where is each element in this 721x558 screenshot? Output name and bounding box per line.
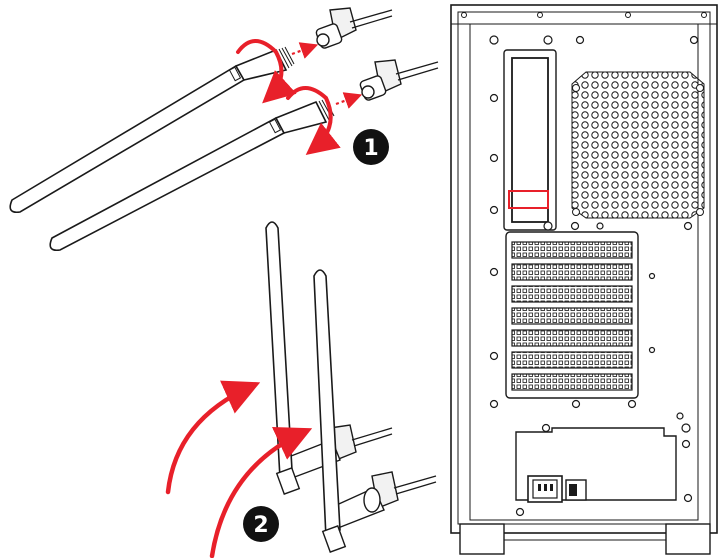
case-screw bbox=[489, 35, 699, 231]
io-shield-area bbox=[503, 49, 557, 231]
insert-arrow-icon bbox=[291, 42, 363, 109]
case-foot bbox=[459, 523, 505, 555]
bend-up-arrow-icon bbox=[165, 380, 313, 558]
antenna-icon bbox=[9, 46, 295, 214]
antenna-connector-icon bbox=[315, 7, 393, 49]
step-2-badge: 2 bbox=[243, 506, 279, 542]
power-switch-icon bbox=[565, 479, 587, 501]
antenna-port-highlight bbox=[508, 190, 549, 209]
step-1-badge: 1 bbox=[353, 129, 389, 165]
pc-case-rear-view bbox=[450, 4, 718, 555]
antenna-connector-icon bbox=[359, 59, 439, 101]
antenna-connector-icon bbox=[329, 471, 437, 529]
antenna-icon bbox=[313, 269, 347, 553]
step-1-number: 1 bbox=[363, 136, 378, 161]
step-2-number: 2 bbox=[253, 513, 268, 538]
fan-vent-grille bbox=[571, 71, 705, 219]
antenna-icon bbox=[49, 98, 335, 252]
power-supply-area bbox=[515, 423, 693, 517]
power-inlet-icon bbox=[527, 475, 563, 503]
case-foot bbox=[665, 523, 711, 555]
expansion-slots bbox=[489, 231, 684, 420]
rotate-arrow-icon bbox=[236, 39, 341, 155]
antenna-icon bbox=[265, 221, 301, 495]
step-1-illustration: 1 bbox=[9, 7, 439, 252]
step-2-illustration: 2 bbox=[165, 221, 437, 558]
